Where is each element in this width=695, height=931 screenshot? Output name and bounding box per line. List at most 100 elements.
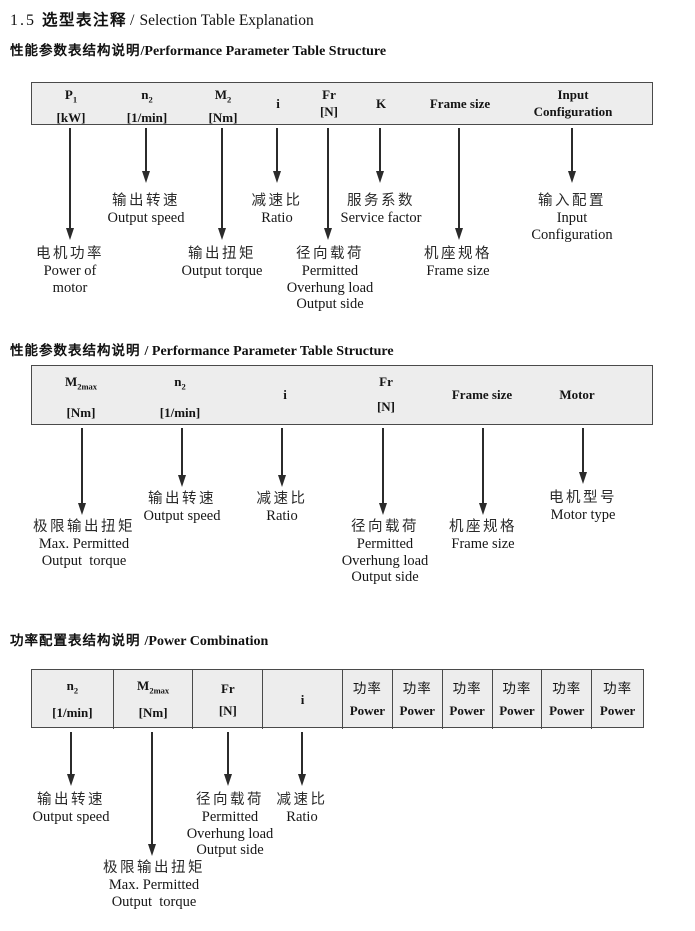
callout-output-speed: 输出转速 Output speed <box>107 193 185 226</box>
down-arrow <box>78 428 87 515</box>
down-arrow <box>298 732 307 786</box>
col-fr-unit: [N] <box>218 702 237 718</box>
section3-heading: 功率配置表结构说明 /Power Combination <box>10 629 268 650</box>
col-n2-unit: [1/min] <box>159 404 201 420</box>
down-arrow <box>568 128 577 183</box>
col-m2max-symbol: M2max <box>137 678 170 696</box>
down-arrow <box>178 428 187 487</box>
col-p1-unit: [kW] <box>56 109 86 125</box>
down-arrow <box>455 128 464 240</box>
col-motor: Motor <box>522 366 632 424</box>
page-title: 1.5 选型表注释/Selection Table Explanation <box>10 8 314 30</box>
callout-frame-size: 机座规格 Frame size <box>424 246 492 279</box>
col-fr-symbol: Fr <box>322 87 336 102</box>
callout-motor-type: 电机型号 Motor type <box>549 490 617 523</box>
col-n2: n2 [1/min] <box>92 86 202 126</box>
col-fr: Fr [N] <box>274 86 384 120</box>
col-power-1: 功率 Power <box>343 670 393 729</box>
col-frame-size: Frame size <box>405 83 515 124</box>
col-m2max-unit: [Nm] <box>66 404 96 420</box>
callout-max-output-torque: 极限输出扭矩 Max. Permitted Output torque <box>33 519 135 569</box>
section2-heading: 性能参数表结构说明 / Performance Parameter Table … <box>10 339 394 360</box>
col-k-symbol: K <box>375 95 387 111</box>
col-m2max: M2max [Nm] <box>114 670 194 729</box>
col-n2-symbol: n2 <box>66 678 79 696</box>
col-p1-symbol: P1 <box>64 87 78 105</box>
down-arrow <box>66 128 75 240</box>
down-arrow <box>579 428 588 484</box>
col-m2max-symbol: M2max <box>64 374 98 392</box>
down-arrow <box>148 732 157 856</box>
section2-header-table: M2max [Nm] n2 [1/min] i Fr [N] Frame siz… <box>31 365 653 425</box>
col-n2: n2 [1/min] <box>32 670 114 729</box>
callout-max-output-torque: 极限输出扭矩 Max. Permitted Output torque <box>103 860 205 910</box>
down-arrow <box>379 428 388 515</box>
section2-heading-zh: 性能参数表结构说明 <box>10 343 141 358</box>
callout-ratio: 减速比 Ratio <box>276 792 328 825</box>
down-arrow <box>142 128 151 183</box>
col-input-line2: Configuration <box>533 104 613 119</box>
col-i: i <box>230 366 340 424</box>
col-i-symbol: i <box>276 95 280 111</box>
section3-heading-en: /Power Combination <box>144 634 269 649</box>
col-motor-label: Motor <box>559 387 595 402</box>
col-n2: n2 [1/min] <box>125 373 235 421</box>
callout-output-torque: 输出扭矩 Output torque <box>181 246 263 279</box>
col-input-line1: Input <box>557 87 589 102</box>
col-i-symbol: i <box>283 387 287 402</box>
col-p1: P1 [kW] <box>16 86 126 126</box>
col-frame-size-label: Frame size <box>429 95 491 111</box>
down-arrow <box>376 128 385 183</box>
down-arrow <box>273 128 282 183</box>
col-power-6: 功率 Power <box>599 680 636 718</box>
col-frame-size: Frame size <box>427 366 537 424</box>
col-power-5: 功率 Power <box>542 670 593 729</box>
section3-header-table: n2 [1/min] M2max [Nm] Fr [N] i 功率 Power … <box>31 669 644 729</box>
col-power-4: 功率 Power <box>493 670 543 729</box>
section-number: 1.5 <box>10 12 36 29</box>
col-fr-symbol: Fr <box>379 374 393 389</box>
callout-overhung-load: 径向载荷 Permitted Overhung load Output side <box>186 792 274 858</box>
col-n2-symbol: n2 <box>141 87 153 105</box>
col-n2-unit: [1/min] <box>52 704 93 720</box>
callout-output-speed: 输出转速 Output speed <box>143 491 221 524</box>
col-n2-symbol: n2 <box>174 374 186 392</box>
down-arrow <box>324 128 333 240</box>
col-m2max-unit: [Nm] <box>138 704 168 720</box>
callout-output-speed: 输出转速 Output speed <box>32 792 110 825</box>
down-arrow <box>67 732 76 786</box>
callout-ratio: 减速比 Ratio <box>256 491 308 524</box>
col-i: i <box>263 670 343 729</box>
title-en: Selection Table Explanation <box>139 12 314 29</box>
col-fr: Fr [N] <box>193 670 264 729</box>
col-m2-unit: [Nm] <box>208 109 238 125</box>
col-fr-unit: [N] <box>319 104 339 119</box>
col-i: i <box>223 83 333 124</box>
section1-heading: 性能参数表结构说明/Performance Parameter Table St… <box>10 39 386 60</box>
col-power-2: 功率 Power <box>393 670 443 729</box>
callout-overhung-load: 径向载荷 Permitted Overhung load Output side <box>341 519 429 585</box>
col-input-configuration: Input Configuration <box>518 86 628 120</box>
callout-service-factor: 服务系数 Service factor <box>340 193 422 226</box>
callout-overhung-load: 径向载荷 Permitted Overhung load Output side <box>286 246 374 312</box>
title-zh: 选型表注释 <box>42 12 128 29</box>
title-divider: / <box>130 12 135 29</box>
col-fr: Fr [N] <box>331 373 441 415</box>
section1-heading-zh: 性能参数表结构说明 <box>10 43 141 58</box>
col-n2-unit: [1/min] <box>126 109 168 125</box>
col-m2-symbol: M2 <box>214 87 232 105</box>
section1-header-table: P1 [kW] n2 [1/min] M2 [Nm] i Fr [N] K Fr… <box>31 82 653 125</box>
down-arrow <box>218 128 227 240</box>
section2-heading-en: / Performance Parameter Table Structure <box>144 344 394 359</box>
col-fr-unit: [N] <box>376 399 396 414</box>
down-arrow <box>479 428 488 515</box>
col-m2max: M2max [Nm] <box>26 373 136 421</box>
col-k: K <box>326 83 436 124</box>
callout-power-of-motor: 电机功率 Power of motor <box>36 246 104 296</box>
callout-frame-size: 机座规格 Frame size <box>449 519 517 552</box>
col-power-3: 功率 Power <box>443 670 493 729</box>
col-i-symbol: i <box>300 691 305 707</box>
down-arrow <box>278 428 287 487</box>
callout-input-configuration: 输入配置 Input Configuration <box>531 193 613 243</box>
